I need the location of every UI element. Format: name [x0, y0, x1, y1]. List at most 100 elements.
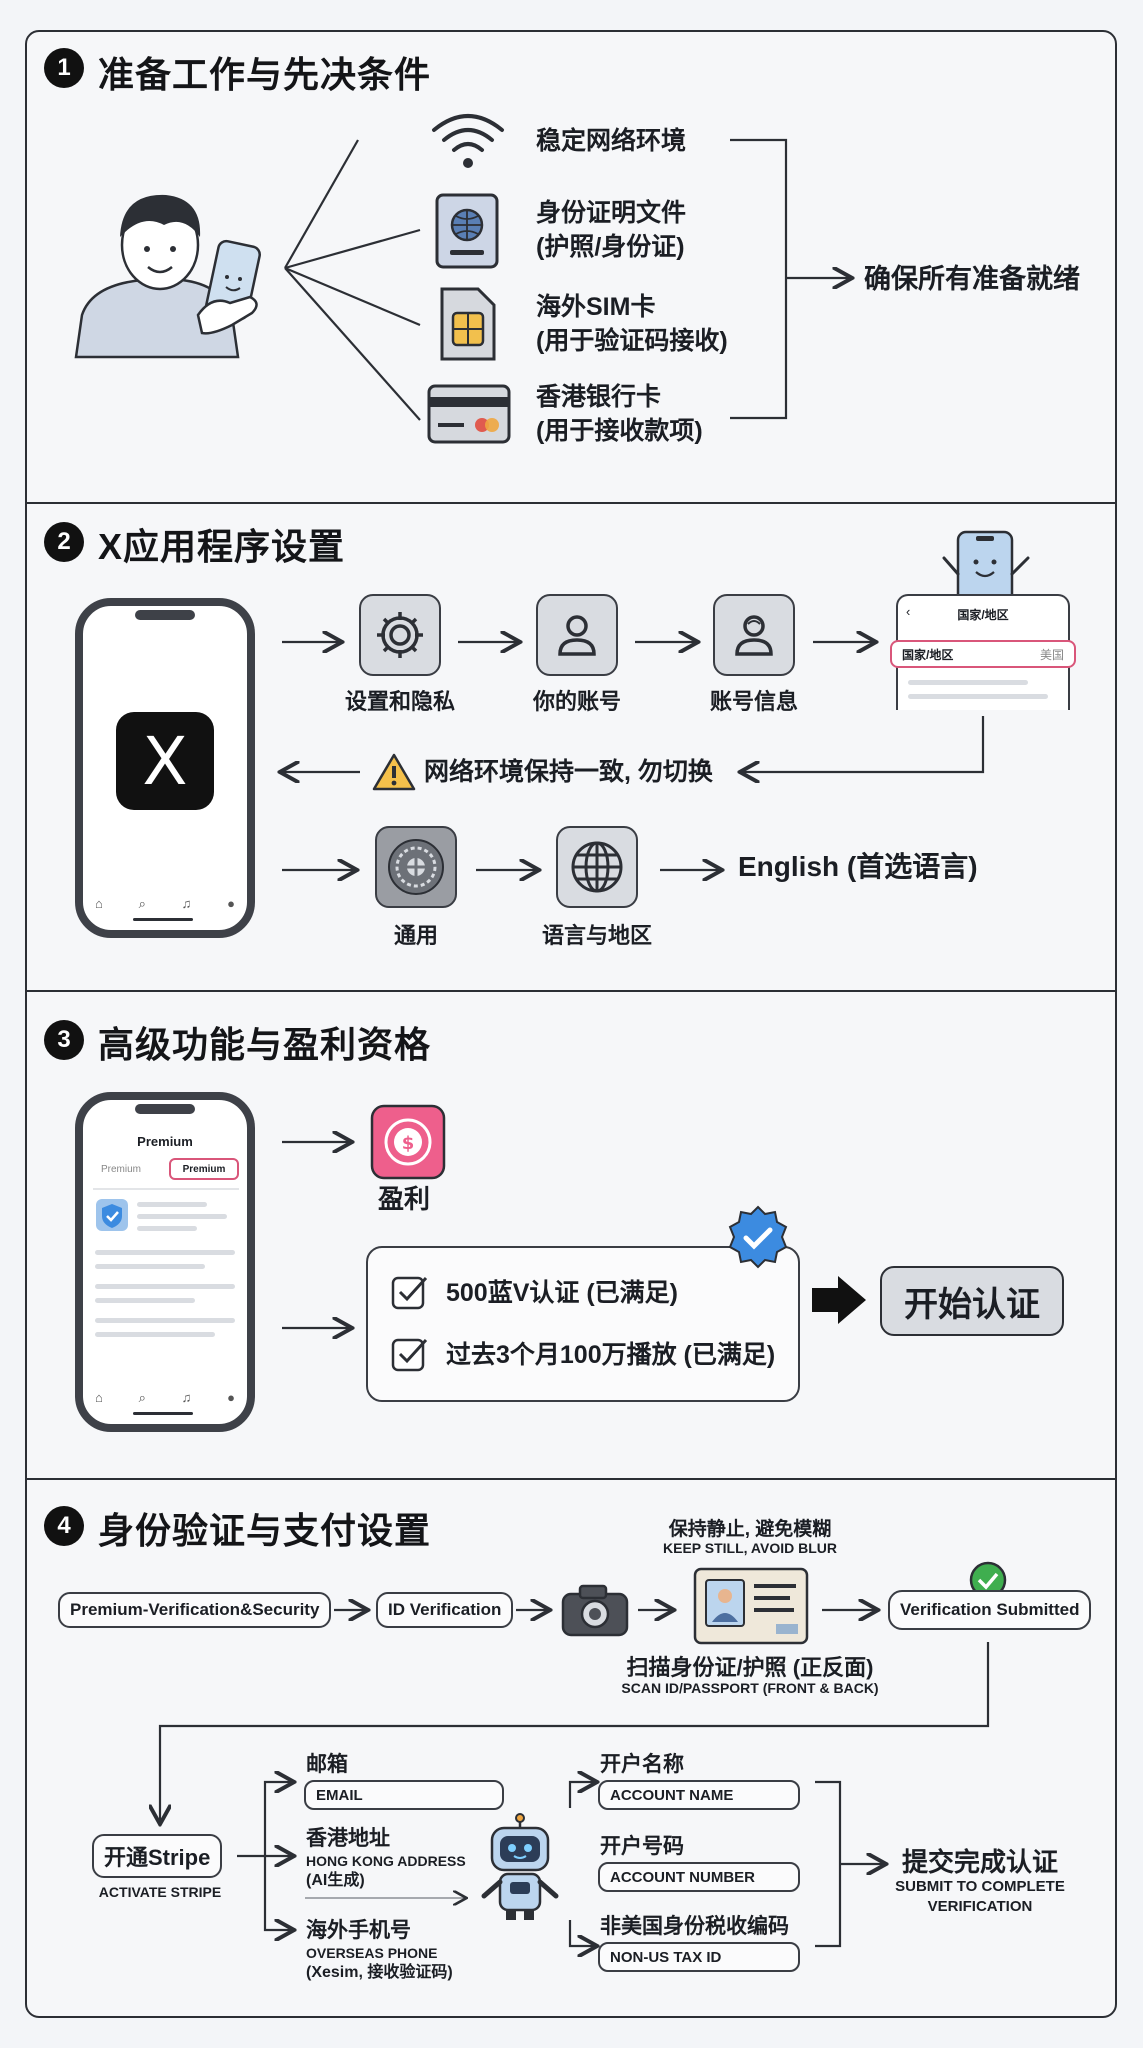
home-indicator — [133, 918, 193, 921]
field-sublabel: HONG KONG ADDRESS — [306, 1853, 466, 1869]
tile-label: 设置和隐私 — [344, 689, 455, 714]
verified-badge-icon — [96, 1199, 128, 1231]
svg-text:$: $ — [402, 1133, 415, 1154]
person-with-phone-illustration — [74, 194, 261, 359]
screen-title: Premium — [137, 1134, 193, 1149]
start-verification-button[interactable]: 开始认证 — [880, 1266, 1064, 1336]
profile-icon[interactable]: ● — [227, 1390, 235, 1405]
bell-icon[interactable]: ♫ — [181, 1390, 192, 1405]
row-value: 美国 — [1039, 647, 1064, 662]
phone-notch — [135, 1104, 195, 1114]
x-app-logo[interactable]: X — [116, 712, 214, 810]
check-item: 500蓝V认证 (已满足) — [446, 1279, 678, 1307]
field-label: 香港地址 — [306, 1827, 390, 1850]
country-region-screen: ‹ 国家/地区 国家/地区 美国 — [890, 594, 1076, 710]
search-icon[interactable]: ⌕ — [138, 1390, 146, 1405]
phone-tab-bar: ⌂ ⌕ ♫ ● — [95, 1390, 235, 1406]
check-item: 过去3个月100万播放 (已满足) — [446, 1341, 776, 1369]
tab-premium[interactable]: Premium — [101, 1164, 142, 1175]
placeholder-line — [95, 1332, 215, 1337]
verification-submitted-status: Verification Submitted — [888, 1590, 1092, 1630]
divider — [93, 1188, 239, 1190]
item-sublabel: (用于验证码接收) — [536, 327, 728, 355]
settings-tile[interactable] — [359, 594, 441, 676]
home-icon[interactable]: ⌂ — [95, 896, 103, 911]
section-title: X应用程序设置 — [98, 526, 346, 567]
item-label: 海外SIM卡 — [536, 293, 656, 321]
monetization-icon[interactable]: $ — [370, 1104, 446, 1180]
final-step-en: VERIFICATION — [927, 1898, 1033, 1915]
general-tile[interactable] — [375, 826, 457, 908]
language-region-tile[interactable] — [556, 826, 638, 908]
checkbox-checked-icon — [391, 1276, 428, 1310]
account-tile[interactable] — [536, 594, 618, 676]
tip-text-en: KEEP STILL, AVOID BLUR — [663, 1540, 837, 1556]
home-icon[interactable]: ⌂ — [95, 1390, 103, 1405]
tab-premium-active[interactable]: Premium — [169, 1158, 239, 1180]
placeholder-line — [95, 1298, 195, 1303]
account-name-field[interactable]: ACCOUNT NAME — [598, 1780, 800, 1810]
field-label: 海外手机号 — [306, 1919, 411, 1942]
robot-assistant-illustration — [481, 1813, 559, 1920]
final-step-en: SUBMIT TO COMPLETE — [895, 1878, 1065, 1895]
search-icon[interactable]: ⌕ — [138, 896, 146, 911]
camera-icon — [561, 1584, 629, 1637]
bell-icon[interactable]: ♫ — [181, 896, 192, 911]
sim-card-icon — [440, 287, 496, 361]
section-number: 1 — [44, 48, 84, 88]
row-label: 国家/地区 — [902, 647, 954, 662]
user-info-icon — [735, 615, 773, 656]
placeholder-line — [908, 680, 1028, 685]
item-sublabel: (护照/身份证) — [536, 233, 685, 261]
final-step-label: 提交完成认证 — [901, 1847, 1058, 1877]
tile-label: 你的账号 — [532, 689, 621, 714]
phone-tab-bar: ⌂ ⌕ ♫ ● — [95, 896, 235, 912]
tile-label: 账号信息 — [709, 689, 798, 714]
field-label: 开户名称 — [600, 1753, 684, 1776]
id-card-icon — [693, 1567, 809, 1645]
tile-label: 语言与地区 — [541, 923, 652, 948]
field-note: (Xesim, 接收验证码) — [306, 1964, 453, 1981]
section-divider — [27, 1478, 1115, 1480]
phone-notch — [135, 610, 195, 620]
section-title: 身份验证与支付设置 — [98, 1510, 432, 1551]
activate-stripe-button[interactable]: 开通Stripe — [92, 1834, 223, 1878]
item-label: 稳定网络环境 — [536, 127, 687, 155]
gear-icon — [377, 612, 423, 658]
activate-stripe-en: ACTIVATE STRIPE — [98, 1884, 222, 1900]
eligibility-card — [366, 1246, 800, 1402]
field-label: 邮箱 — [306, 1753, 348, 1776]
country-region-row[interactable]: 国家/地区 美国 — [890, 640, 1076, 668]
warning-text: 网络环境保持一致, 勿切换 — [424, 758, 713, 786]
email-field[interactable]: EMAIL — [304, 1780, 504, 1810]
passport-icon — [435, 193, 499, 269]
placeholder-line — [908, 694, 1048, 699]
wifi-icon — [432, 114, 504, 168]
account-info-tile[interactable] — [713, 594, 795, 676]
field-label: 开户号码 — [600, 1835, 684, 1858]
verified-seal-icon — [728, 1205, 788, 1269]
id-verification-step[interactable]: ID Verification — [376, 1592, 514, 1628]
section-number: 4 — [44, 1506, 84, 1546]
premium-verification-step[interactable]: Premium-Verification&Security — [58, 1592, 332, 1628]
section-divider — [27, 990, 1115, 992]
item-sublabel: (用于接收款项) — [536, 417, 703, 445]
phone-mockup: X ⌂ ⌕ ♫ ● — [75, 598, 255, 938]
tax-id-field[interactable]: NON-US TAX ID — [598, 1942, 800, 1972]
scan-instruction: 扫描身份证/护照 (正反面) — [626, 1655, 874, 1680]
settings-general-icon — [388, 839, 444, 895]
bank-card-icon — [427, 384, 511, 444]
profile-icon[interactable]: ● — [227, 896, 235, 911]
back-icon[interactable]: ‹ — [906, 604, 911, 619]
placeholder-line — [95, 1250, 235, 1255]
item-label: 香港银行卡 — [536, 383, 662, 411]
user-icon — [558, 615, 596, 656]
checkbox-checked-icon — [391, 1338, 428, 1372]
scan-instruction-en: SCAN ID/PASSPORT (FRONT & BACK) — [621, 1680, 879, 1696]
account-number-field[interactable]: ACCOUNT NUMBER — [598, 1862, 800, 1892]
placeholder-line — [95, 1264, 205, 1269]
field-sublabel: OVERSEAS PHONE — [306, 1945, 438, 1961]
section-divider — [27, 502, 1115, 504]
section-number: 3 — [44, 1020, 84, 1060]
placeholder-line — [137, 1214, 227, 1219]
